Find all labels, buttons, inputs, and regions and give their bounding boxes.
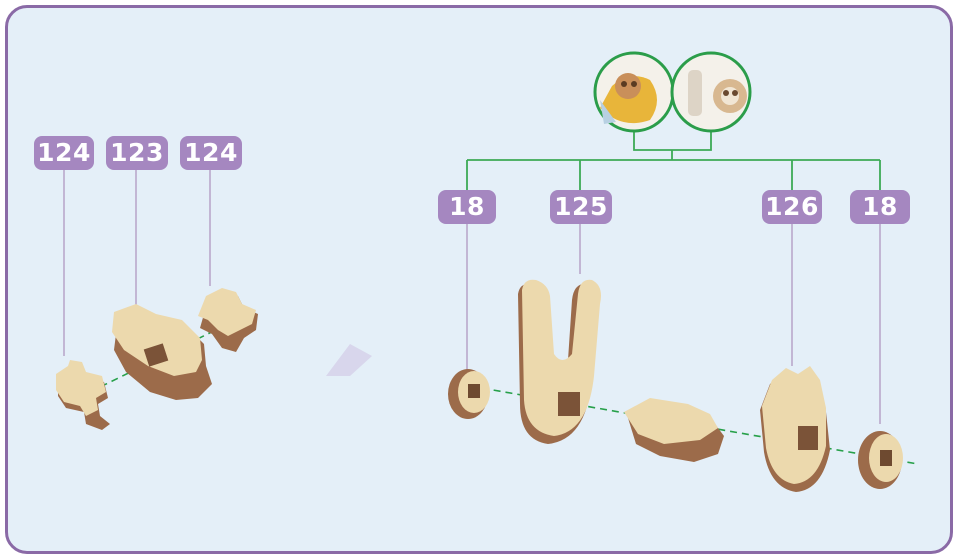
reference-tree — [467, 126, 880, 190]
part-label-18-left: 18 — [438, 190, 496, 224]
part-18-left — [448, 369, 490, 419]
part-label-124-left: 124 — [34, 136, 94, 170]
part-center-hub — [624, 398, 724, 462]
part-label-123: 123 — [106, 136, 168, 170]
part-label-125: 125 — [550, 190, 612, 224]
part-label-124-right: 124 — [180, 136, 242, 170]
part-label-126: 126 — [762, 190, 822, 224]
part-18-right — [858, 431, 903, 489]
part-label-18-right: 18 — [850, 190, 910, 224]
part-124-right — [198, 288, 258, 352]
model-detail-thumbnail-1 — [595, 53, 673, 131]
model-detail-thumbnail-2 — [672, 53, 750, 131]
chevron-right-icon — [326, 344, 372, 376]
part-125 — [518, 280, 601, 444]
part-123 — [112, 304, 212, 400]
part-126 — [760, 366, 830, 492]
part-124-left — [56, 360, 110, 430]
